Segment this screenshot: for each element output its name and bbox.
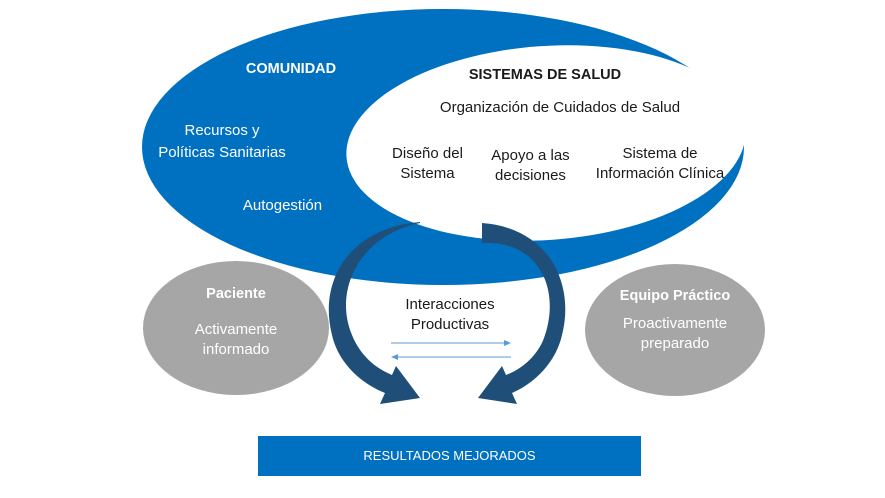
productive-interactions-label: Interacciones Productivas bbox=[385, 295, 515, 334]
interactions-line2: Productivas bbox=[410, 315, 490, 333]
right-curved-arrow-icon bbox=[478, 223, 566, 404]
component-clinical-info-line2: Información Clínica bbox=[595, 164, 725, 182]
component-clinical-info-line1: Sistema de bbox=[622, 145, 698, 162]
patient-description: Activamente informado bbox=[166, 320, 306, 359]
component-system-design-line2: Sistema bbox=[400, 164, 455, 182]
patient-line2: informado bbox=[202, 340, 270, 358]
health-system-ellipse bbox=[346, 45, 746, 241]
team-line2: preparado bbox=[640, 334, 710, 352]
interactions-line1: Interacciones bbox=[405, 296, 495, 313]
health-system-title: SISTEMAS DE SALUD bbox=[468, 67, 622, 83]
component-system-design-line1: Diseño del bbox=[392, 145, 463, 162]
community-item-self-management: Autogestión bbox=[242, 197, 323, 214]
component-clinical-info-system: Sistema de Información Clínica bbox=[585, 144, 735, 183]
team-line1: Proactivamente bbox=[622, 315, 728, 332]
community-title: COMUNIDAD bbox=[245, 61, 337, 77]
patient-line1: Activamente bbox=[194, 321, 278, 338]
results-bar bbox=[258, 436, 641, 476]
health-system-subtitle: Organización de Cuidados de Salud bbox=[439, 99, 681, 116]
thin-arrow-left-head-icon bbox=[391, 354, 398, 360]
patient-title: Paciente bbox=[206, 286, 266, 302]
component-decision-support: Apoyo a las decisiones bbox=[478, 146, 583, 185]
component-system-design: Diseño del Sistema bbox=[380, 144, 475, 183]
community-item-resources: Recursos y bbox=[184, 122, 260, 139]
component-decision-support-line1: Apoyo a las bbox=[491, 147, 570, 164]
component-decision-support-line2: decisiones bbox=[495, 166, 566, 184]
results-label: RESULTADOS MEJORADOS bbox=[363, 448, 536, 463]
left-curved-arrow-icon bbox=[328, 222, 420, 404]
team-title: Equipo Práctico bbox=[619, 288, 731, 304]
community-item-policies: Políticas Sanitarias bbox=[158, 144, 286, 161]
patient-ellipse bbox=[143, 261, 329, 395]
team-ellipse bbox=[585, 264, 765, 396]
thin-arrow-right-head-icon bbox=[504, 340, 511, 346]
team-description: Proactivamente preparado bbox=[600, 314, 750, 353]
